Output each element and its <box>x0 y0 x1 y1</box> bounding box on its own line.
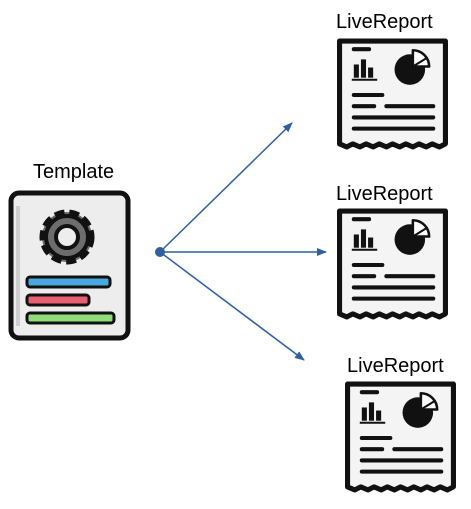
template-bar-green <box>25 311 116 325</box>
report-document-icon-3 <box>348 384 454 490</box>
template-label: Template <box>33 161 115 183</box>
arrow-to-report-3 <box>159 251 305 361</box>
report-document-icon-1 <box>340 41 446 147</box>
template-document-icon <box>8 190 131 341</box>
template-bar-blue <box>25 275 112 289</box>
report-document-icon-2 <box>340 211 446 317</box>
arrow-to-report-1 <box>159 122 293 253</box>
live-report-label-3: LiveReport <box>347 355 444 377</box>
gear-icon <box>39 209 95 265</box>
live-report-label-2: LiveReport <box>336 183 433 205</box>
live-report-label-1: LiveReport <box>336 11 433 33</box>
template-bar-red <box>25 293 91 307</box>
